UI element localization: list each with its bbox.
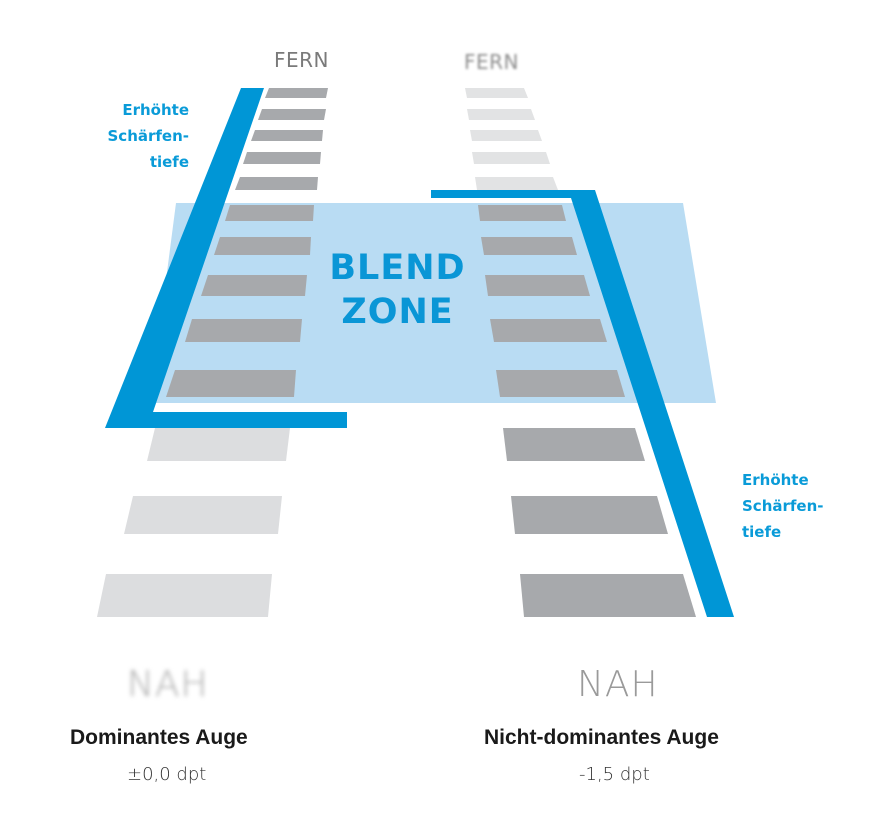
left-bar-13 — [97, 574, 272, 617]
right-depth-bracket — [431, 190, 734, 617]
right-bar-10 — [496, 370, 625, 397]
right-bar-8 — [485, 275, 590, 296]
left-bar-2 — [258, 109, 326, 120]
right-bar-1 — [465, 88, 528, 98]
blend-zone-label: BLEND ZONE — [310, 246, 485, 334]
left-depth-line-3: tiefe — [149, 153, 189, 171]
right-bar-7 — [481, 237, 577, 255]
right-eye-bars — [465, 88, 696, 617]
right-bar-2 — [467, 109, 535, 120]
blend-zone-line-1: BLEND — [329, 248, 466, 288]
left-depth-bracket — [105, 88, 347, 428]
right-far-label: FERN — [464, 50, 519, 74]
right-depth-line-1: Erhöhte — [742, 471, 809, 489]
right-bar-13 — [520, 574, 696, 617]
right-depth-line-2: Schärfen- — [742, 497, 824, 515]
left-eye-power: ±0,0 dpt — [127, 764, 207, 785]
right-depth-line-3: tiefe — [742, 523, 782, 541]
left-bar-9 — [185, 319, 302, 342]
right-near-label: NAH — [577, 664, 659, 705]
left-bar-8 — [201, 275, 307, 296]
left-far-label: FERN — [274, 48, 329, 72]
left-bar-3 — [251, 130, 323, 141]
left-bar-11 — [147, 428, 290, 461]
right-bar-6 — [478, 205, 566, 221]
left-depth-label: Erhöhte Schärfen- tiefe — [96, 97, 190, 175]
left-bar-10 — [166, 370, 296, 397]
left-bar-5 — [235, 177, 318, 190]
left-depth-line-1: Erhöhte — [122, 101, 189, 119]
left-near-label: NAH — [127, 664, 209, 705]
right-bar-3 — [470, 130, 542, 141]
right-bar-12 — [511, 496, 668, 534]
right-bar-11 — [503, 428, 645, 461]
left-eye-bars — [97, 88, 328, 617]
left-depth-line-2: Schärfen- — [107, 127, 190, 145]
left-bar-12 — [124, 496, 282, 534]
right-depth-label: Erhöhte Schärfen- tiefe — [742, 467, 824, 545]
blend-zone-line-2: ZONE — [341, 292, 454, 332]
right-bar-4 — [472, 152, 550, 164]
right-bar-5 — [475, 177, 558, 190]
right-bar-9 — [490, 319, 607, 342]
left-bar-7 — [214, 237, 311, 255]
right-eye-power: -1,5 dpt — [579, 764, 650, 785]
left-bar-4 — [243, 152, 321, 164]
left-eye-title: Dominantes Auge — [70, 726, 248, 749]
left-bar-1 — [265, 88, 328, 98]
right-eye-title: Nicht-dominantes Auge — [484, 726, 719, 749]
left-bar-6 — [225, 205, 314, 221]
